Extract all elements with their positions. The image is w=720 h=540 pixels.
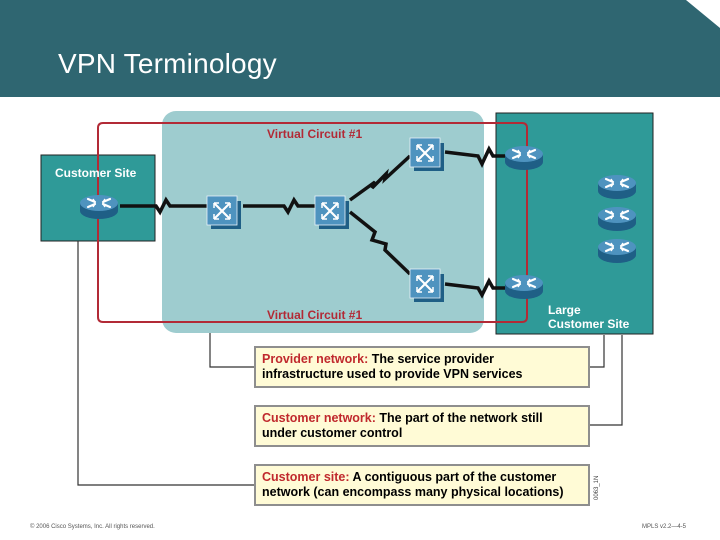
router-icon <box>503 144 545 172</box>
large-site-label-line1: Large <box>548 303 581 317</box>
callout-customer-network: Customer network: The part of the networ… <box>254 405 590 447</box>
large-site-label-line2: Customer Site <box>548 317 630 331</box>
callout-text: infrastructure used to provide VPN servi… <box>262 367 523 381</box>
footer-page-number: MPLS v2.2—4-5 <box>642 524 687 530</box>
router-icon <box>78 193 120 221</box>
slide-header: VPN Terminology <box>0 0 720 97</box>
router-icon <box>596 237 638 265</box>
header-corner <box>686 0 720 28</box>
vc-label-top: Virtual Circuit #1 <box>267 127 362 141</box>
virtual-circuit-path <box>97 122 528 323</box>
customer-site-label: Customer Site <box>55 166 137 180</box>
router-icon <box>503 273 545 301</box>
atm-switch-icon <box>205 194 243 231</box>
vc-label-bottom: Virtual Circuit #1 <box>267 308 362 322</box>
callout-text: under customer control <box>262 426 403 440</box>
slide-title: VPN Terminology <box>58 48 277 79</box>
callout-text: The part of the network still <box>379 411 543 425</box>
callout-text: The service provider <box>371 352 495 366</box>
network-links <box>120 145 506 299</box>
atm-switch-icon <box>313 194 351 231</box>
atm-switch-icon <box>408 267 446 304</box>
atm-switch-icon <box>408 136 446 173</box>
router-icon <box>596 205 638 233</box>
callout-text: A contiguous part of the customer <box>352 470 557 484</box>
callout-term: Customer site: <box>262 470 350 484</box>
footer-copyright: © 2006 Cisco Systems, Inc. All rights re… <box>30 524 155 530</box>
callout-provider-network: Provider network: The service provider i… <box>254 346 590 388</box>
callout-term: Provider network: <box>262 352 369 366</box>
callout-term: Customer network: <box>262 411 376 425</box>
callout-customer-site: Customer site: A contiguous part of the … <box>254 464 590 506</box>
figure-id: 0063_1N <box>594 475 600 500</box>
callout-connectors <box>77 241 623 486</box>
router-icon <box>596 173 638 201</box>
callout-text: network (can encompass many physical loc… <box>262 485 564 499</box>
